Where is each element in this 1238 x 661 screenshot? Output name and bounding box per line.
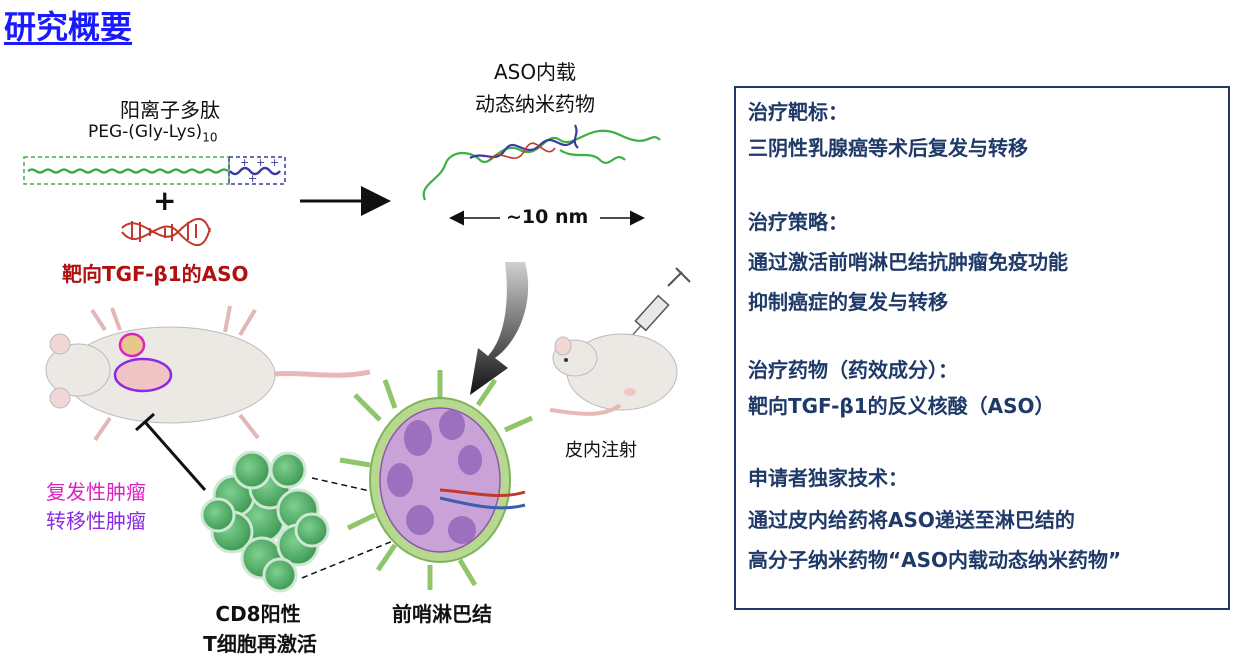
peptide-name: 阳离子多肽	[120, 98, 220, 122]
svg-text:+: +	[240, 156, 249, 169]
tumor-metastatic-label: 转移性肿瘤	[46, 509, 146, 533]
strategy-text-1: 通过激活前哨淋巴结抗肿瘤免疫功能	[748, 250, 1068, 274]
aso-helix-graphic	[121, 217, 211, 246]
lymph-node-graphic	[339, 370, 534, 590]
strategy-text-2: 抑制癌症的复发与转移	[748, 290, 948, 314]
page-title: 研究概要	[4, 8, 133, 46]
peptide-formula-text: PEG-(Gly-Lys)	[88, 122, 203, 142]
peptide-graphic: + + + +	[23, 156, 286, 185]
tcell-label-line1: CD8阳性	[215, 602, 301, 626]
strategy-heading: 治疗策略：	[748, 210, 848, 234]
target-heading: 治疗靶标：	[748, 100, 848, 124]
drug-text: 靶向TGF-β1的反义核酸（ASO）	[748, 394, 1055, 418]
target-text: 三阴性乳腺癌等术后复发与转移	[748, 136, 1028, 160]
svg-text:+: +	[256, 156, 265, 169]
tech-text-1: 通过皮内给药将ASO递送至淋巴结的	[748, 508, 1075, 532]
tech-text-2: 高分子纳米药物“ASO内载动态纳米药物”	[748, 548, 1122, 572]
peptide-formula-subscript: 10	[202, 130, 218, 145]
injected-mouse-graphic	[549, 333, 678, 416]
tumor-recurrent-label: 复发性肿瘤	[46, 480, 146, 504]
tcell-label-line2: T细胞再激活	[203, 632, 317, 656]
nanomedicine-graphic	[422, 124, 661, 201]
delivery-arrow	[470, 262, 529, 395]
mouse-graphic	[45, 305, 371, 442]
drug-heading: 治疗药物（药效成分）：	[748, 358, 958, 382]
info-box: 治疗靶标： 三阴性乳腺癌等术后复发与转移 治疗策略： 通过激活前哨淋巴结抗肿瘤免…	[734, 86, 1230, 610]
peg-chain	[27, 168, 229, 174]
nano-label-line1: ASO内载	[493, 60, 577, 84]
lymph-node-label: 前哨淋巴结	[392, 602, 492, 626]
nano-label-line2: 动态纳米药物	[475, 92, 595, 116]
peptide-formula: PEG-(Gly-Lys)10	[88, 122, 217, 144]
diagram-graphics: + + + +	[23, 124, 691, 593]
syringe-icon	[627, 267, 691, 341]
inhibition-line	[143, 421, 207, 491]
svg-text:+: +	[248, 172, 257, 185]
injection-label: 皮内注射	[565, 440, 637, 461]
tech-heading: 申请者独家技术：	[748, 466, 908, 490]
aso-label: 靶向TGF-β1的ASO	[62, 262, 249, 286]
svg-text:+: +	[270, 156, 279, 169]
nano-size: ~10 nm	[506, 206, 589, 228]
tcell-cluster-graphic	[200, 450, 330, 593]
lys-chain	[229, 166, 281, 176]
plus-sign: +	[153, 184, 177, 217]
